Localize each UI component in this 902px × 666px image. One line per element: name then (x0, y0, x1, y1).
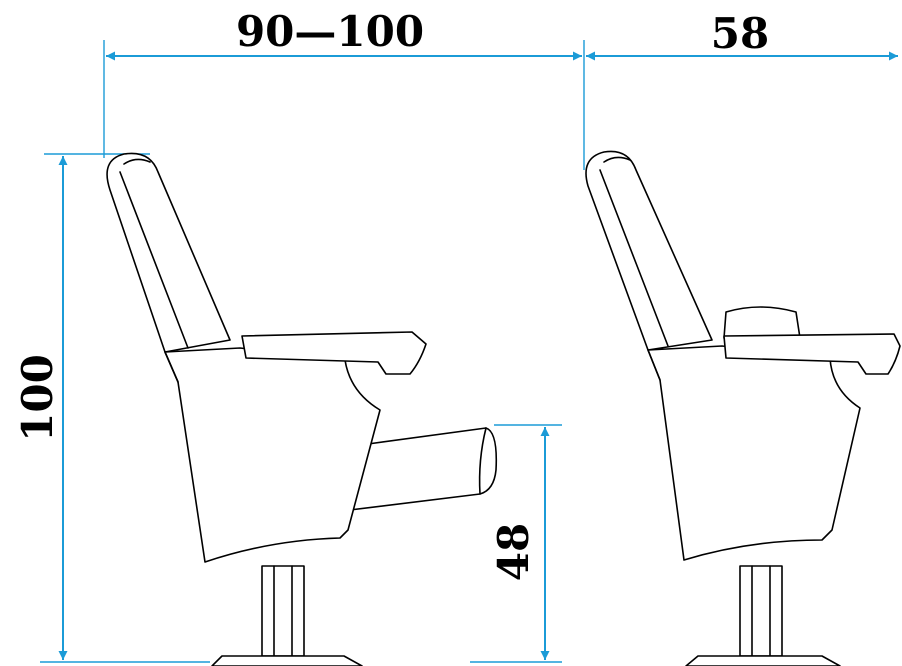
folded-depth-label: 58 (711, 9, 769, 58)
backrest-seam (599, 169, 669, 347)
side-panel-edge (164, 351, 179, 383)
total-height-label: 100 (13, 354, 62, 442)
pedestal-base (211, 655, 363, 666)
armrest (241, 331, 427, 375)
pedestal-column (739, 565, 783, 657)
chair-folded-side-view (585, 150, 901, 666)
backrest-seam (119, 171, 189, 349)
pedestal-base (685, 655, 841, 666)
backrest (106, 152, 231, 353)
side-panel (647, 345, 861, 561)
seat-cushion (349, 427, 498, 511)
armrest (723, 333, 901, 375)
backrest (585, 150, 713, 351)
dimension-lines (40, 40, 898, 663)
backrest-top-curve (603, 156, 631, 163)
cup-holder (723, 306, 801, 339)
chair-open-side-view (106, 152, 498, 666)
side-panel (164, 347, 381, 563)
seat-cushion-front (478, 427, 487, 495)
backrest-top-curve (123, 158, 151, 165)
pedestal-column (261, 565, 305, 657)
side-panel-edge (647, 349, 661, 381)
total-depth-label: 90—100 (236, 7, 424, 56)
seat-height-label: 48 (489, 523, 538, 581)
